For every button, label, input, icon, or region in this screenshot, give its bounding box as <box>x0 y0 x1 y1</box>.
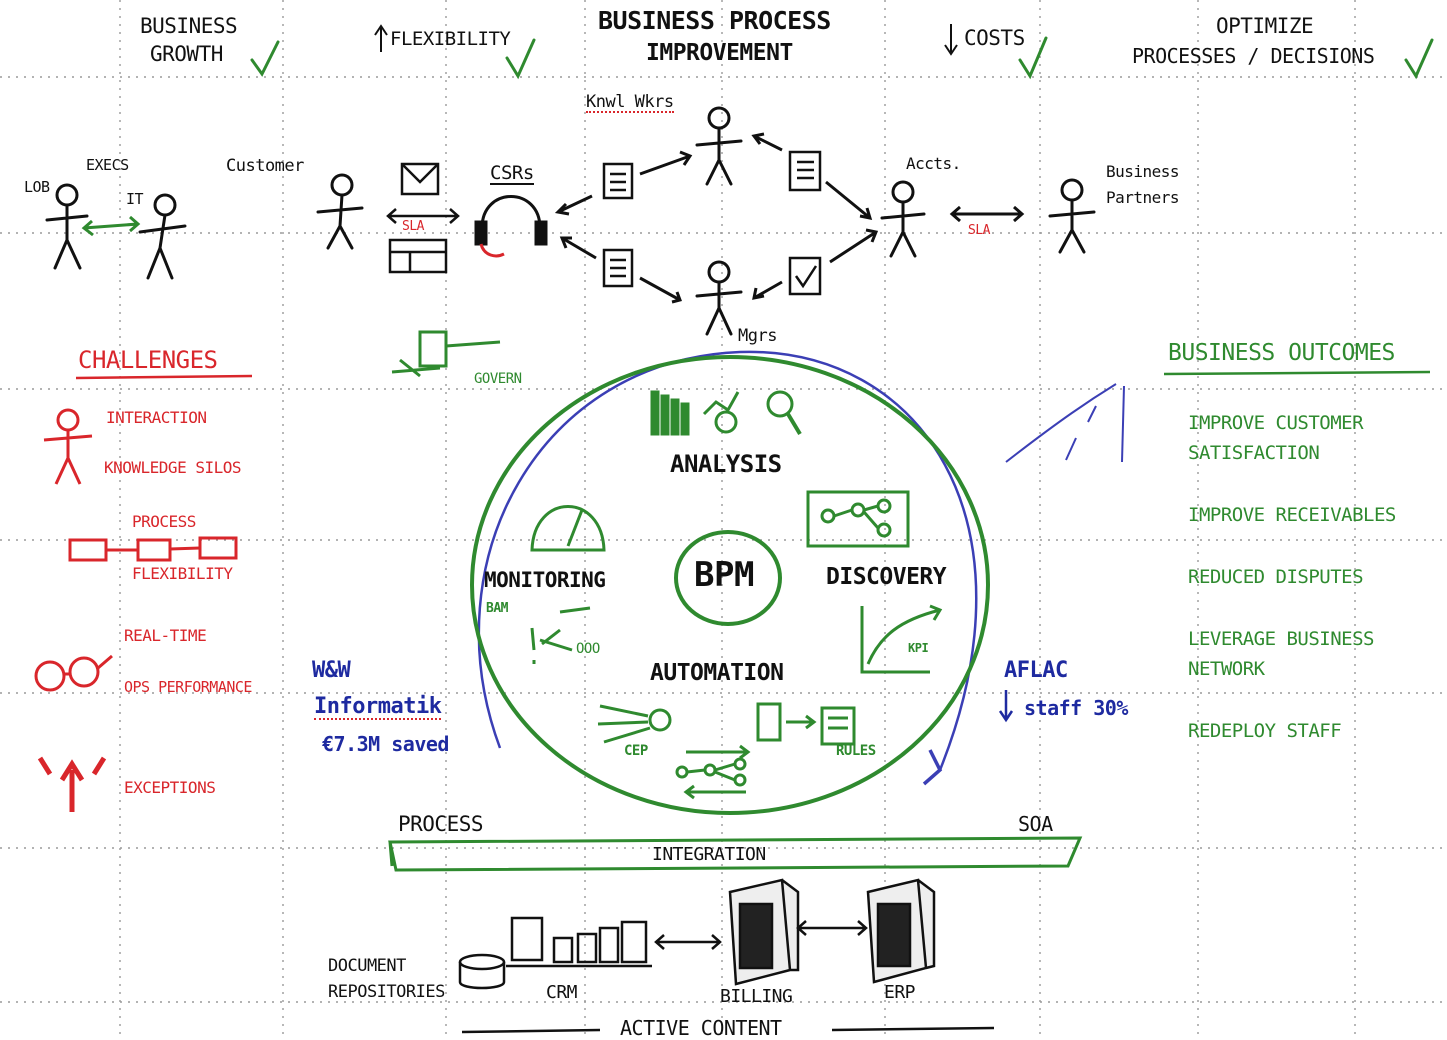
phase-discovery: DISCOVERY <box>826 564 947 590</box>
challenges-title: CHALLENGES <box>78 346 218 374</box>
road-icon <box>1005 383 1125 463</box>
down-arrow-icon <box>998 690 1014 723</box>
outcome-item: NETWORK <box>1188 658 1265 680</box>
label-customer: Customer <box>226 156 304 176</box>
label-execs: EXECS <box>86 156 129 174</box>
label-accts: Accts. <box>906 154 961 173</box>
phase-automation: AUTOMATION <box>650 660 784 686</box>
header-title-line2: IMPROVEMENT <box>646 40 793 66</box>
label-business-partners-line1: Business <box>1106 162 1180 181</box>
label-document-repositories-line2: REPOSITORIES <box>328 982 445 1002</box>
outcome-item: LEVERAGE BUSINESS <box>1188 628 1374 650</box>
label-sla-customer: SLA <box>402 219 424 234</box>
label-cep: CEP <box>624 743 648 759</box>
outcomes-title: BUSINESS OUTCOMES <box>1168 340 1395 366</box>
outcome-item: IMPROVE RECEIVABLES <box>1188 504 1396 526</box>
challenge-item: INTERACTION <box>106 408 207 427</box>
label-ooo: OOO <box>576 641 600 657</box>
headset-icon <box>474 195 548 258</box>
outcome-item: REDEPLOY STAFF <box>1188 720 1342 742</box>
label-knowledge-workers: Knwl Wkrs <box>586 92 674 113</box>
label-active-content: ACTIVE CONTENT <box>620 1016 782 1040</box>
channel-icons <box>386 162 460 274</box>
bpm-cycle-circle <box>470 355 990 815</box>
challenge-icons <box>34 408 238 812</box>
cycle-arrow <box>477 350 978 771</box>
label-sla-partner: SLA <box>968 223 990 238</box>
challenge-item: KNOWLEDGE SILOS <box>104 458 242 477</box>
goal-business-growth-line1: BUSINESS <box>140 14 238 38</box>
discovery-icons <box>806 490 943 674</box>
label-bam: BAM <box>486 601 508 616</box>
outcomes-underline <box>1163 370 1431 376</box>
challenge-item: OPS PERFORMANCE <box>124 678 252 696</box>
goal-flexibility: FLEXIBILITY <box>390 28 511 50</box>
label-govern: GOVERN <box>474 371 522 387</box>
label-crm: CRM <box>546 982 578 1003</box>
challenge-item: REAL-TIME <box>124 626 207 645</box>
label-process: PROCESS <box>398 812 484 836</box>
case-aflac-line1: AFLAC <box>1004 658 1068 683</box>
outcome-item: REDUCED DISPUTES <box>1188 566 1364 588</box>
outcome-item: SATISFACTION <box>1188 442 1320 464</box>
automation-icons <box>597 702 856 800</box>
lob-it-arrow <box>81 215 141 237</box>
goal-costs: COSTS <box>964 26 1025 50</box>
label-kpi: KPI <box>908 641 929 655</box>
label-document-repositories-line1: DOCUMENT <box>328 956 406 976</box>
challenge-item: EXCEPTIONS <box>124 778 216 797</box>
label-mgrs: Mgrs <box>738 326 777 346</box>
case-ww-line3: €7.3M saved <box>322 732 449 756</box>
case-ww-line1: W&W <box>312 658 351 683</box>
goal-optimize-line1: OPTIMIZE <box>1216 14 1314 38</box>
challenge-item: FLEXIBILITY <box>132 564 233 583</box>
label-integration: INTEGRATION <box>652 844 766 865</box>
phase-analysis: ANALYSIS <box>670 450 782 478</box>
stick-figure-icons <box>45 106 1096 336</box>
infrastructure-icons <box>458 878 995 1034</box>
govern-icon <box>391 330 501 378</box>
integration-bar <box>388 836 1083 872</box>
phase-monitoring: MONITORING <box>484 568 606 592</box>
label-soa: SOA <box>1018 812 1053 836</box>
challenge-item: PROCESS <box>132 512 196 531</box>
outcome-item: IMPROVE CUSTOMER <box>1188 412 1364 434</box>
label-lob: LOB <box>24 178 50 196</box>
label-business-partners-line2: Partners <box>1106 188 1180 207</box>
bpm-center-label: BPM <box>694 555 754 595</box>
header-title-line1: BUSINESS PROCESS <box>598 6 831 35</box>
check-mark-icons <box>250 36 1434 80</box>
goal-optimize-line2: PROCESSES / DECISIONS <box>1132 44 1375 68</box>
bpm-center-circle <box>674 530 782 626</box>
label-csrs: CSRs <box>490 162 534 185</box>
header-arrows <box>374 24 958 56</box>
label-rules: RULES <box>836 743 876 759</box>
challenges-underline <box>75 374 253 380</box>
label-erp: ERP <box>884 982 916 1003</box>
gauge-icon <box>530 505 606 664</box>
case-aflac-line2: staff 30% <box>1024 696 1128 720</box>
goal-business-growth-line2: GROWTH <box>150 42 223 66</box>
case-ww-line2: Informatik <box>314 694 442 720</box>
flow-arrows <box>554 132 1025 304</box>
label-billing: BILLING <box>720 986 793 1007</box>
label-it: IT <box>126 190 144 208</box>
document-icons <box>602 150 822 296</box>
analysis-icons <box>650 390 802 436</box>
